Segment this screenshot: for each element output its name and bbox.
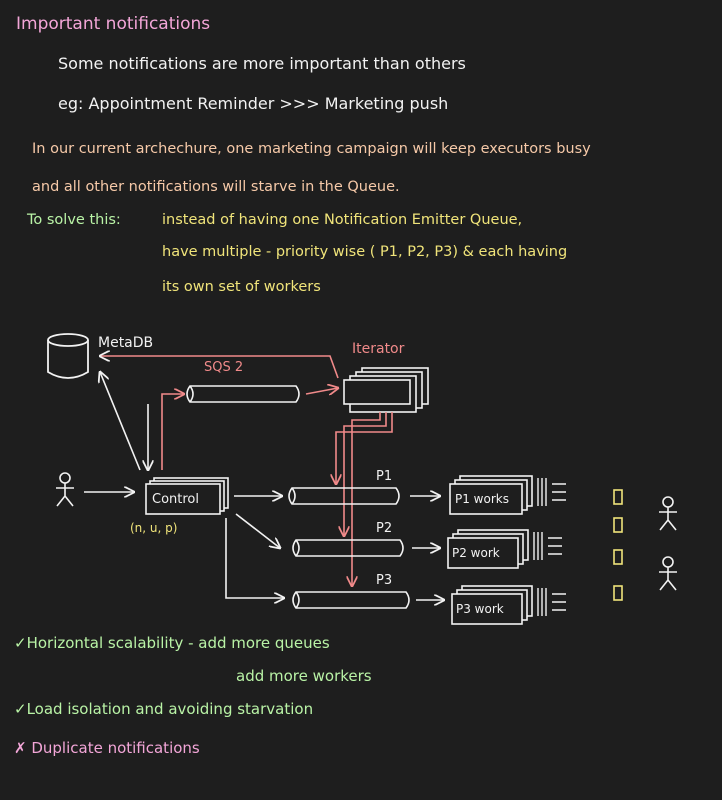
queue-p1-label: P1 xyxy=(376,469,392,484)
con-duplicate-notifications: ✗ Duplicate notifications xyxy=(14,739,200,757)
workers-p2-box xyxy=(447,529,529,569)
notes-solve-label: To solve this: xyxy=(27,212,121,228)
recipient-icon-2 xyxy=(659,556,677,591)
queue-p2-label: P2 xyxy=(376,521,392,536)
workers-p3-label: P3 work xyxy=(456,602,504,616)
control-label: Control xyxy=(152,492,199,507)
queue-p1 xyxy=(288,487,400,505)
metadb-label: MetaDB xyxy=(98,335,153,351)
notes-line-5: instead of having one Notification Emitt… xyxy=(162,212,523,228)
control-to-p3-arrow xyxy=(225,518,284,598)
control-params: (n, u, p) xyxy=(130,521,177,535)
control-box xyxy=(145,477,229,515)
notes-line-2: eg: Appointment Reminder >>> Marketing p… xyxy=(58,94,449,113)
control-to-p2-arrow xyxy=(235,513,280,548)
notes-line-7: its own set of workers xyxy=(162,279,321,295)
notes-line-3: In our current archechure, one marketing… xyxy=(32,141,591,157)
queue-p3-label: P3 xyxy=(376,573,392,588)
workers-p1-label: P1 works xyxy=(455,492,509,506)
workers-p3-box xyxy=(451,585,533,625)
user-icon xyxy=(56,472,74,507)
pro-horizontal-scalability: ✓Horizontal scalability - add more queue… xyxy=(14,634,330,652)
sqs-to-iterator-arrow xyxy=(305,388,338,394)
notes-line-4: and all other notifications will starve … xyxy=(32,179,400,195)
notes-line-6: have multiple - priority wise ( P1, P2, … xyxy=(162,244,568,260)
iterator-box xyxy=(343,367,429,413)
workers-p1-box xyxy=(449,475,533,515)
pro-load-isolation: ✓Load isolation and avoiding starvation xyxy=(14,700,314,718)
control-to-metadb-arrow xyxy=(100,372,141,471)
notification-markers xyxy=(613,489,623,601)
queue-p2 xyxy=(292,539,404,557)
notes-title: Important notifications xyxy=(16,14,211,34)
pro-horizontal-scalability-sub: add more workers xyxy=(236,667,372,685)
notes-line-1: Some notifications are more important th… xyxy=(58,54,466,73)
metadb-icon xyxy=(47,333,89,379)
iterator-label: Iterator xyxy=(352,341,405,357)
iterator-to-metadb-arrow xyxy=(100,356,339,379)
sqs-label: SQS 2 xyxy=(204,360,243,375)
workers-p2-label: P2 work xyxy=(452,546,500,560)
worker-tallies xyxy=(533,478,566,616)
control-to-sqs-arrow xyxy=(161,394,184,470)
sqs-queue xyxy=(186,385,300,403)
recipient-icon-1 xyxy=(659,496,677,531)
iterator-to-queues-arrows xyxy=(336,412,393,586)
queue-p3 xyxy=(292,591,410,609)
